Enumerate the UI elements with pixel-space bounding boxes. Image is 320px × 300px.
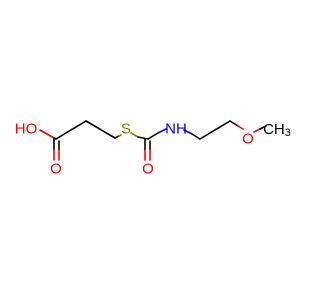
- bond-c2-c3: [85, 120, 116, 139]
- methyl-label-main: CH: [263, 121, 285, 138]
- bond-c6-o: [229, 120, 239, 127]
- thio-carbonyl-oxygen-label: O: [142, 161, 154, 178]
- bond-c5-c6: [199, 120, 231, 140]
- bond-o-ch3-b: [259, 125, 267, 130]
- bond-c3-s-b: [118, 134, 122, 137]
- bond-s-c4-b: [137, 136, 149, 140]
- bond-c4-n: [147, 132, 159, 140]
- methyl-label: CH3: [263, 121, 291, 140]
- bond-hydroxyl-carbon: [39, 129, 55, 139]
- acid-carbonyl-oxygen-label: O: [50, 161, 62, 178]
- hydroxyl-label: HO: [15, 121, 38, 138]
- ether-oxygen-label: O: [242, 131, 254, 148]
- bonds: [39, 120, 267, 161]
- bond-s-c4: [130, 132, 139, 138]
- amine-label: NH: [165, 121, 187, 138]
- sulfur-label: S: [121, 121, 131, 138]
- bond-c4-n-b: [157, 128, 167, 134]
- methyl-label-subscript: 3: [285, 127, 291, 139]
- bond-n-c5-b: [191, 133, 201, 140]
- structure-diagram: HO O S O NH O CH3: [15, 120, 291, 178]
- bond-o-ch3: [253, 128, 261, 133]
- atom-labels: HO O S O NH O CH3: [15, 121, 291, 178]
- bond-c6-o-b: [237, 125, 244, 130]
- bond-n-c5: [183, 129, 193, 135]
- bond-c1-c2: [55, 120, 87, 140]
